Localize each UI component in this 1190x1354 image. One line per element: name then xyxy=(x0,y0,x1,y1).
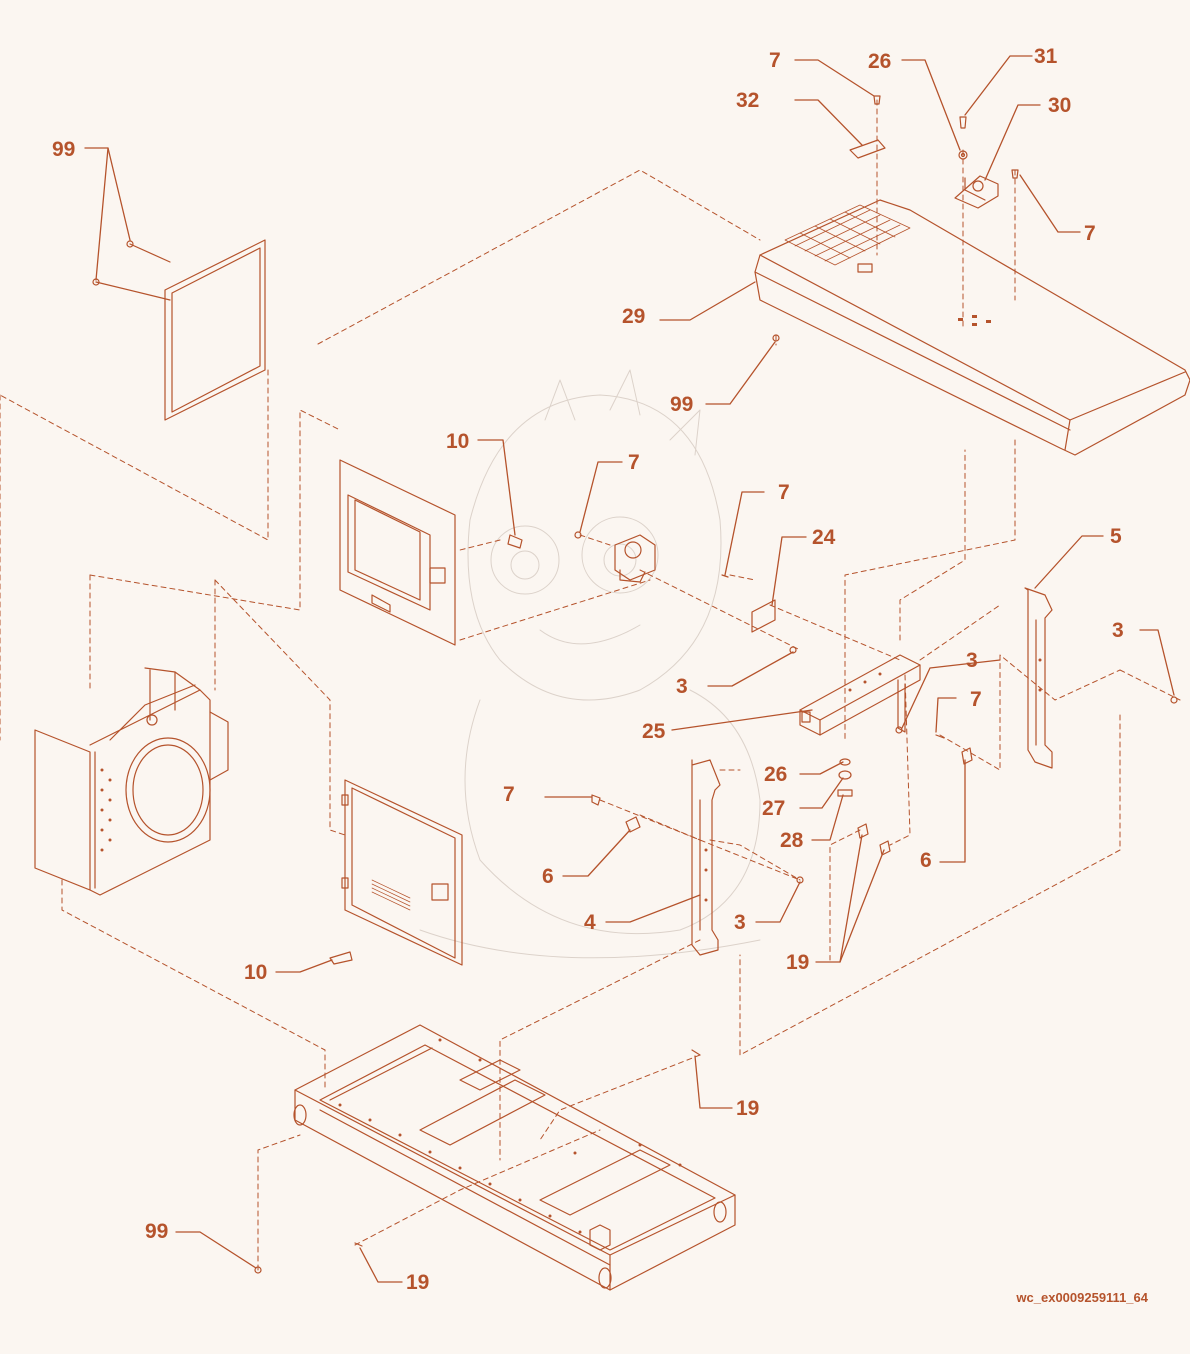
callout-19-base-left: 19 xyxy=(406,1271,429,1294)
callout-3-beam: 3 xyxy=(966,649,978,672)
callout-7-solenoid: 7 xyxy=(628,451,640,474)
callout-30: 30 xyxy=(1048,94,1071,117)
callout-19-base-right: 19 xyxy=(736,1097,759,1120)
callout-4: 4 xyxy=(584,911,596,934)
upright-bracket-5 xyxy=(935,587,1178,769)
callout-99-base: 99 xyxy=(145,1220,168,1243)
callout-29: 29 xyxy=(622,305,645,328)
callout-10-lower: 10 xyxy=(244,961,267,984)
callout-26-top: 26 xyxy=(868,50,891,73)
callout-10-upper: 10 xyxy=(446,430,469,453)
callout-19-upper: 19 xyxy=(786,951,809,974)
callout-26-washer: 26 xyxy=(764,763,787,786)
callout-28: 28 xyxy=(780,829,804,852)
callout-3-right: 3 xyxy=(1112,619,1124,642)
dashed-guide-lines xyxy=(0,99,1181,1271)
callout-27: 27 xyxy=(762,797,785,820)
callout-99-cover: 99 xyxy=(670,393,693,416)
callout-7-cover: 7 xyxy=(1084,222,1096,245)
callout-32: 32 xyxy=(736,89,759,112)
top-cover-29 xyxy=(754,199,1190,456)
callout-6-left: 6 xyxy=(542,865,554,888)
callout-99-panel: 99 xyxy=(52,138,75,161)
cross-beam-25 xyxy=(799,654,921,736)
callout-6-right: 6 xyxy=(920,849,932,872)
callout-7-right: 7 xyxy=(970,688,982,711)
side-panel-99 xyxy=(92,239,266,421)
solenoid-component xyxy=(574,531,729,583)
bolts-19 xyxy=(254,334,903,1274)
callout-7-left: 7 xyxy=(503,783,515,806)
callout-3-solenoid: 3 xyxy=(676,675,688,698)
access-door-lower xyxy=(329,779,463,966)
callout-3-bracket: 3 xyxy=(734,911,746,934)
callout-7-bracket: 7 xyxy=(778,481,790,504)
leader-lines xyxy=(84,55,1175,1283)
callout-25: 25 xyxy=(642,720,666,743)
callout-7-top: 7 xyxy=(769,49,781,72)
bracket-24 xyxy=(751,599,776,633)
cover-vent-grille xyxy=(784,204,911,266)
drawing-reference-id: wc_ex0009259111_64 xyxy=(1016,1290,1148,1305)
upright-bracket-4 xyxy=(591,759,804,956)
callout-5: 5 xyxy=(1110,525,1122,548)
washers-nut xyxy=(837,758,853,797)
top-small-parts xyxy=(849,95,1019,209)
callout-31: 31 xyxy=(1034,45,1058,68)
callout-labels: 99 7 32 26 31 30 7 29 99 99 10 7 7 24 5 … xyxy=(52,45,1124,1294)
watermark-dragon xyxy=(419,369,761,959)
access-door-upper xyxy=(339,459,523,646)
base-frame xyxy=(293,1024,736,1291)
radiator-assembly xyxy=(34,667,229,896)
callout-24: 24 xyxy=(812,526,836,549)
